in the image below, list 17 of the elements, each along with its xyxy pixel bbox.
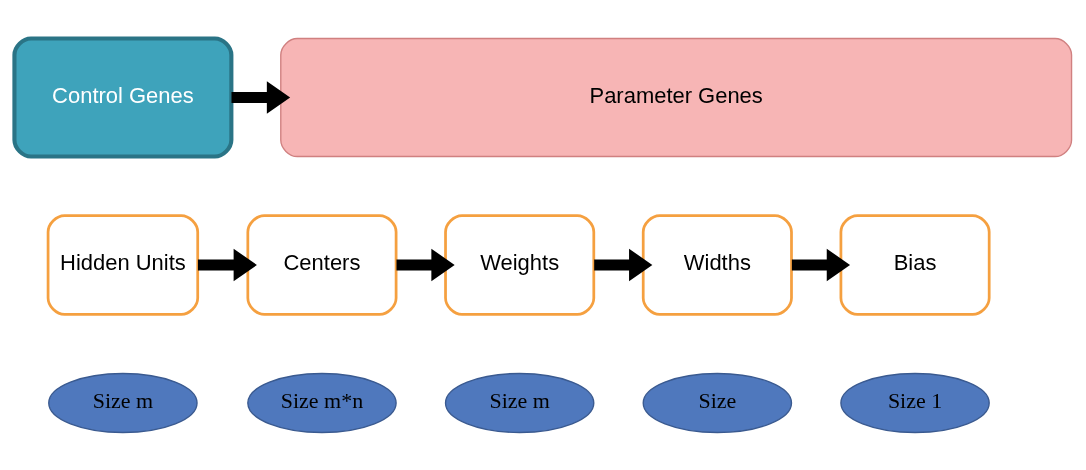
node-box: Widths: [641, 213, 793, 316]
node-ellipse: Size m: [444, 372, 595, 433]
arrow: [197, 248, 257, 281]
node-ellipse: Size m: [48, 372, 198, 433]
node-box: Control Genes: [12, 35, 234, 159]
arrow: [791, 248, 851, 281]
arrow: [396, 248, 455, 281]
node-box: Hidden Units: [46, 213, 200, 316]
arrow: [594, 248, 653, 281]
node-ellipse: Size m*n: [247, 372, 397, 433]
node-box: Bias: [839, 213, 991, 316]
node-ellipse: Size: [642, 372, 793, 433]
node-ellipse: Size 1: [840, 372, 990, 433]
arrow: [231, 80, 291, 114]
node-box: Weights: [444, 213, 596, 316]
node-box: Parameter Genes: [280, 37, 1073, 157]
node-box: Centers: [246, 213, 398, 316]
